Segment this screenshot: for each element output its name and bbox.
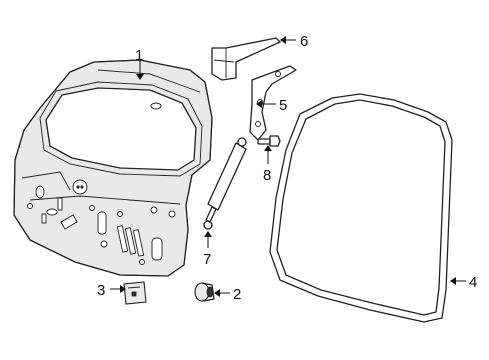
callout-3: 3 xyxy=(97,282,105,299)
leader-lines xyxy=(110,36,466,297)
callout-1: 1 xyxy=(135,47,143,64)
hinge-bolt xyxy=(257,135,281,147)
liftgate-support-strut xyxy=(203,137,247,230)
callout-8: 8 xyxy=(263,167,271,184)
callout-2: 2 xyxy=(233,286,241,303)
liftgate-stopper xyxy=(194,282,215,302)
liftgate-weatherstrip xyxy=(269,93,453,323)
retainer-clip xyxy=(123,281,147,305)
liftgate-bracket xyxy=(211,37,281,81)
callout-4: 4 xyxy=(469,274,477,291)
liftgate-hinge xyxy=(249,65,297,141)
callout-6: 6 xyxy=(300,33,308,50)
callout-5: 5 xyxy=(279,97,287,114)
liftgate-panel xyxy=(13,59,213,277)
callout-7: 7 xyxy=(203,251,211,268)
